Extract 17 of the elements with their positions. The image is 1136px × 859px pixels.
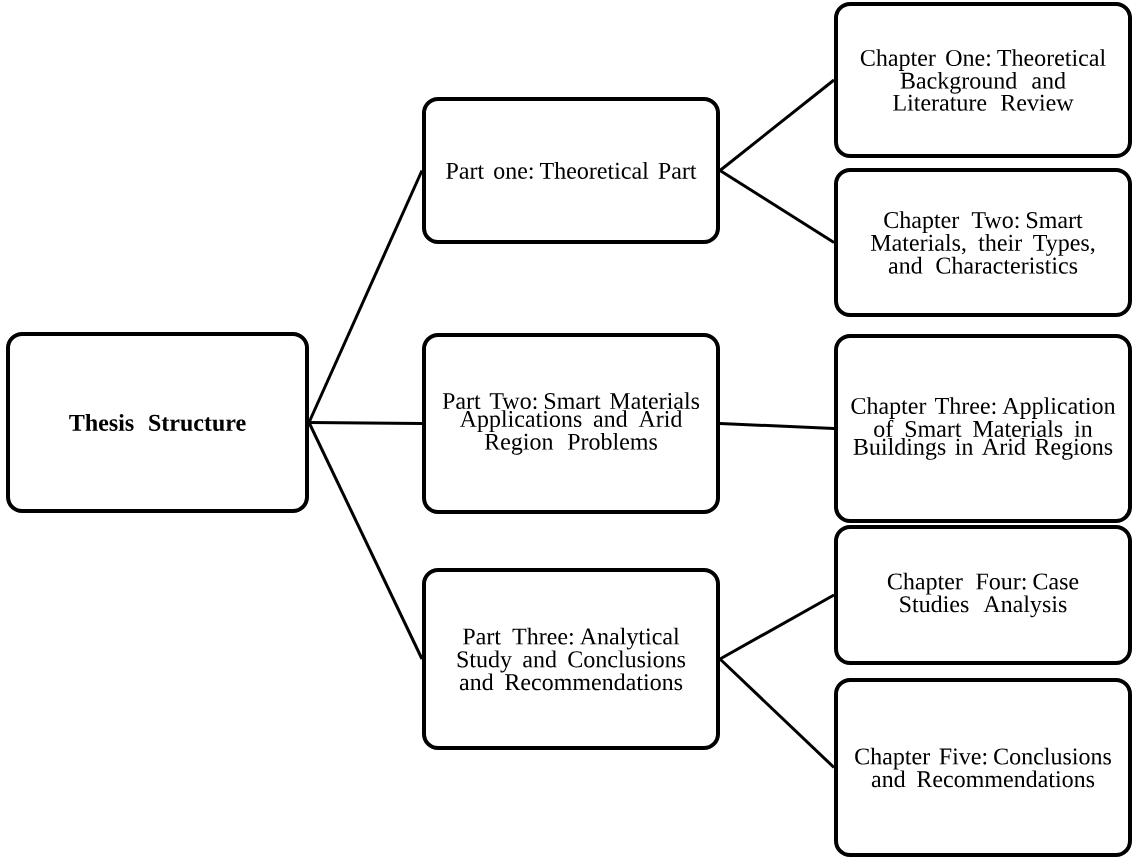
process-box: Chapter One: Theoretical Background and Literature Review	[834, 2, 1132, 158]
connector-line	[719, 593, 835, 661]
connector-line	[307, 169, 424, 424]
connector-line	[719, 169, 835, 244]
connector-line	[307, 421, 424, 660]
connector-line	[719, 422, 835, 430]
process-box: Part one: Theoretical Part	[422, 97, 720, 244]
process-box: Part Three: Analytical Study and Conclusions and Recommendations	[422, 568, 720, 750]
process-box: Chapter Three: Application of Smart Materials in Buildings in Arid Regions	[834, 334, 1132, 523]
connector-line	[719, 78, 835, 172]
process-box: Chapter Five: Conclusions and Recommendations	[834, 678, 1132, 857]
connector-line	[309, 421, 423, 425]
process-box: Chapter Two: Smart Materials, their Types, and Characteristics	[834, 168, 1132, 317]
root-box: Thesis Structure	[6, 332, 309, 513]
process-box: Chapter Four: Case Studies Analysis	[834, 525, 1132, 665]
connector-line	[718, 657, 836, 769]
process-box: Part Two: Smart Materials Applications and Arid Region Problems	[422, 333, 720, 514]
